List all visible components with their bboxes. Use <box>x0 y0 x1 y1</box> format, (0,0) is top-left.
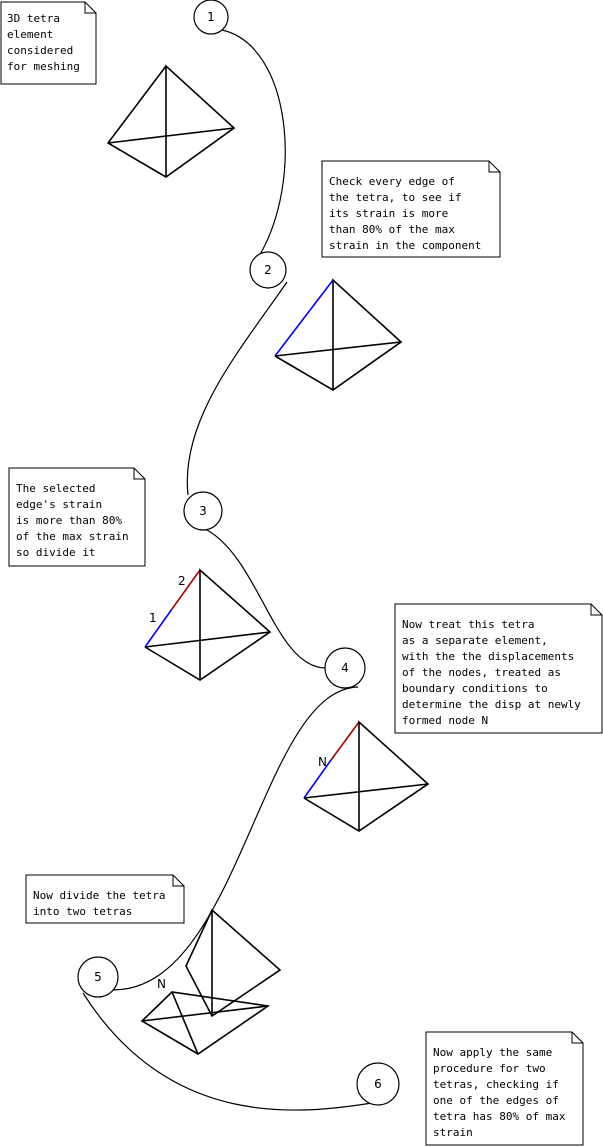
note-1-line-1: 3D tetra <box>7 12 60 25</box>
note-3-line-3: is more than 80% <box>16 514 122 527</box>
note-2-line-5: strain in the component <box>329 239 481 252</box>
note-6-box <box>425 1031 584 1146</box>
note-4-line-5: boundary conditions to <box>402 682 548 695</box>
edge-part-label-2: 2 <box>178 574 186 588</box>
note-1-line-3: considered <box>7 44 73 57</box>
note-3-line-4: of the max strain <box>16 530 129 543</box>
note-6-line-6: strain <box>433 1126 473 1139</box>
step-5-circle <box>77 956 119 998</box>
note-2-line-1: Check every edge of <box>329 175 455 188</box>
note-2-line-4: than 80% of the max <box>329 223 455 236</box>
connector-3-4 <box>206 529 327 669</box>
step-2-circle <box>249 251 287 289</box>
tetra-4-edge-half-1 <box>303 759 332 799</box>
tetra-2 <box>274 278 403 391</box>
note-4-box <box>394 603 603 734</box>
note-4-line-7: formed node N <box>402 714 488 727</box>
note-4-line-2: as a separate element, <box>402 634 548 647</box>
tetra-2-selected-edge <box>274 279 334 357</box>
connector-5-6 <box>82 992 379 1111</box>
note-3-line-2: edge's strain <box>16 498 102 511</box>
note-5-line-2: into two tetras <box>33 905 132 918</box>
note-3-line-5: so divide it <box>16 546 95 559</box>
note-4-line-4: of the nodes, treated as <box>402 666 561 679</box>
tetra-3-edge-half-1 <box>144 608 173 648</box>
note-1-line-2: element <box>7 28 53 41</box>
step-2-number: 2 <box>264 263 272 277</box>
note-4-line-6: determine the disp at newly <box>402 698 581 711</box>
step-5-number: 5 <box>94 970 102 984</box>
connectors <box>82 29 379 1111</box>
step-6-circle <box>356 1062 400 1106</box>
step-6-number: 6 <box>374 1077 382 1091</box>
note-1-line-4: for meshing <box>7 60 80 73</box>
step-circles <box>77 0 400 1106</box>
note-6-line-3: tetras, checking if <box>433 1078 559 1091</box>
tetra-4 <box>303 720 430 832</box>
note-5-line-1: Now divide the tetra <box>33 889 165 902</box>
note-5-box <box>25 874 185 924</box>
note-6-line-2: procedure for two <box>433 1062 546 1075</box>
note-6-line-1: Now apply the same <box>433 1046 552 1059</box>
step-3-number: 3 <box>199 504 207 518</box>
note-2-line-2: the tetra, to see if <box>329 191 461 204</box>
step-4-circle <box>324 647 366 689</box>
step-4-number: 4 <box>341 661 349 675</box>
step-1-circle <box>193 0 229 35</box>
connector-2-3 <box>186 281 288 496</box>
step-3-circle <box>183 491 223 531</box>
tetra-1 <box>106 64 236 178</box>
connector-1-2 <box>221 29 286 259</box>
connector-4-5 <box>112 686 359 991</box>
tetra-3 <box>144 568 272 681</box>
edge-part-label-1: 1 <box>149 611 157 625</box>
note-6-line-4: one of the edges of <box>433 1094 559 1107</box>
node-n-label-step-4: N <box>318 755 327 769</box>
step-1-number: 1 <box>207 10 215 24</box>
note-2-box <box>321 160 501 258</box>
note-4-line-3: with the the displacements <box>402 650 574 663</box>
note-3-box <box>8 467 146 567</box>
note-3-line-1: The selected <box>16 482 95 495</box>
note-2-line-3: its strain is more <box>329 207 448 220</box>
tetra-3-edge-half-2 <box>171 569 201 610</box>
note-4-line-1: Now treat this tetra <box>402 618 534 631</box>
note-1-box <box>0 1 97 85</box>
note-6-line-5: tetra has 80% of max <box>433 1110 566 1123</box>
node-n-label-step-5: N <box>157 977 166 991</box>
tetra-5-lower <box>140 991 271 1055</box>
tetra-4-edge-half-2 <box>330 721 360 761</box>
